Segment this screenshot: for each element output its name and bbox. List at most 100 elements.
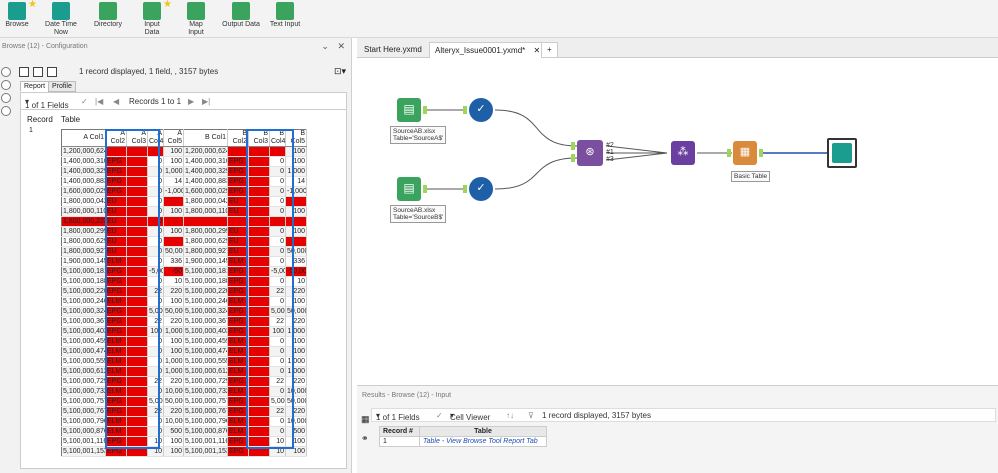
- prev-record-icon[interactable]: ◀: [113, 97, 120, 106]
- table-cell: 5,100,000,403: [183, 326, 228, 337]
- tool-directory[interactable]: Directory: [92, 2, 124, 29]
- table-cell: EPG: [227, 186, 249, 197]
- tab-report[interactable]: Report: [20, 81, 50, 92]
- table-cell: ELM: [227, 346, 249, 357]
- view-report-link[interactable]: Table - View Browse Tool Report Tab: [419, 436, 547, 447]
- tool-output-data[interactable]: Output Data: [222, 2, 260, 29]
- view-split-horizontal-icon[interactable]: [47, 67, 57, 77]
- table-cell: 10: [285, 276, 307, 287]
- add-tab-button[interactable]: +: [541, 42, 558, 58]
- options-dropdown-icon[interactable]: ⊡▾: [333, 66, 346, 76]
- binoculars-icon[interactable]: ⚭: [361, 433, 369, 443]
- table-cell: -1,000: [163, 186, 184, 197]
- table-cell: 500: [163, 426, 184, 437]
- table-cell: EU: [227, 196, 249, 207]
- input-data-node-a[interactable]: ▤: [397, 98, 421, 122]
- table-cell: EPG: [105, 376, 127, 387]
- table-cell: [248, 186, 270, 197]
- table-cell: 100: [163, 446, 184, 457]
- tag-icon[interactable]: [1, 93, 11, 103]
- output-anchor[interactable]: [759, 149, 763, 157]
- check-icon[interactable]: ✓: [436, 411, 443, 420]
- table-icon[interactable]: ▦: [361, 414, 370, 424]
- basic-table-node[interactable]: ▦: [733, 141, 757, 165]
- select-node-b[interactable]: ✓: [469, 177, 493, 201]
- tool-browse[interactable]: ★ Browse: [4, 0, 37, 29]
- next-record-icon[interactable]: ▶: [188, 97, 195, 106]
- tab-issue-workflow[interactable]: Alteryx_Issue0001.yxmd* ✕: [429, 42, 547, 58]
- table-cell: 100: [163, 156, 184, 167]
- tab-start-here[interactable]: Start Here.yxmd: [364, 45, 422, 54]
- table-cell: 100: [163, 296, 184, 307]
- binoculars-icon: [832, 143, 852, 163]
- table-cell: 1,200,000,624: [61, 146, 106, 157]
- close-tab-icon[interactable]: ✕: [533, 46, 541, 55]
- tool-text-input[interactable]: Text Input: [269, 2, 301, 29]
- gear-icon[interactable]: [1, 67, 11, 77]
- table-cell: 5,100,000,612: [61, 366, 106, 377]
- results-fields-selector[interactable]: 1 of 1 Fields ▾: [376, 411, 420, 422]
- browse-node[interactable]: [827, 138, 857, 168]
- table-cell: 0: [147, 386, 164, 397]
- join-multiple-node[interactable]: ⊛: [577, 140, 603, 166]
- table-cell: 5,100,000,767: [183, 406, 228, 417]
- tool-palette: ★ Browse Date Time Now Directory ★ Input…: [0, 0, 998, 38]
- input-anchor[interactable]: [571, 142, 575, 150]
- table-cell: ELM: [227, 416, 249, 427]
- input-anchor[interactable]: [571, 154, 575, 162]
- results-title: Results - Browse (12) - Input: [362, 392, 452, 399]
- first-record-icon[interactable]: |◀: [95, 97, 104, 106]
- sort-icon[interactable]: ↑↓: [506, 411, 514, 420]
- input-anchor[interactable]: [727, 149, 731, 157]
- filter-icon[interactable]: ⊽: [528, 411, 534, 420]
- table-cell: ELM: [105, 256, 127, 267]
- record-number: 1: [29, 127, 33, 134]
- collapse-icon[interactable]: ⌄: [321, 41, 329, 51]
- table-cell: [248, 176, 270, 187]
- cell-viewer-dropdown[interactable]: Cell Viewer ▾: [450, 411, 491, 422]
- table-cell: [126, 296, 148, 307]
- workflow-canvas[interactable]: ▤ SourceAB.xlsx Table='SourceA$' ✓ ▤ Sou…: [357, 58, 998, 383]
- last-record-icon[interactable]: ▶|: [202, 97, 211, 106]
- table-cell: 100: [285, 296, 307, 307]
- table-cell: EU: [105, 236, 127, 247]
- tool-map-input[interactable]: Map Input: [181, 2, 211, 37]
- fields-label: 1 of 1 Fields: [376, 413, 420, 422]
- grid-column-header: B Col2: [227, 129, 249, 147]
- tool-input-data[interactable]: ★ Input Data: [136, 0, 172, 37]
- view-single-icon[interactable]: [19, 67, 29, 77]
- view-split-vertical-icon[interactable]: [33, 67, 43, 77]
- fields-selector[interactable]: 1 of 1 Fields ▾: [25, 97, 69, 110]
- text-book-icon: [276, 2, 294, 20]
- table-cell: 0: [147, 236, 164, 247]
- input-anchor[interactable]: [463, 106, 467, 114]
- select-node-a[interactable]: ✓: [469, 98, 493, 122]
- table-cell: 0: [269, 236, 286, 247]
- tab-profile[interactable]: Profile: [48, 81, 76, 92]
- tool-label: Map Input: [188, 21, 204, 36]
- output-anchor[interactable]: [423, 185, 427, 193]
- table-cell: 5,100,001,153: [183, 446, 228, 457]
- input-anchor[interactable]: [463, 185, 467, 193]
- basic-table-label: Basic Table: [731, 171, 771, 182]
- table-cell: [126, 356, 148, 367]
- tool-label: Output Data: [222, 21, 260, 28]
- table-row: 1,800,000,927EU050,0001,800,000,927EU050…: [61, 246, 307, 257]
- table-cell: 1,000: [285, 366, 307, 377]
- help-icon[interactable]: [1, 106, 11, 116]
- close-icon[interactable]: ✕: [337, 41, 345, 51]
- table-cell: [248, 286, 270, 297]
- check-icon[interactable]: ✓: [81, 97, 88, 106]
- tool-date-time-now[interactable]: Date Time Now: [44, 2, 78, 37]
- table-cell: [183, 216, 228, 227]
- table-cell: 50,000: [163, 396, 184, 407]
- table-cell: 5,100,000,367: [61, 316, 106, 327]
- table-cell: 5,100,001,116: [61, 436, 106, 447]
- connection-icon[interactable]: [1, 80, 11, 90]
- input-data-node-b[interactable]: ▤: [397, 177, 421, 201]
- output-anchor[interactable]: [423, 106, 427, 114]
- transpose-node[interactable]: ⁂: [671, 141, 695, 165]
